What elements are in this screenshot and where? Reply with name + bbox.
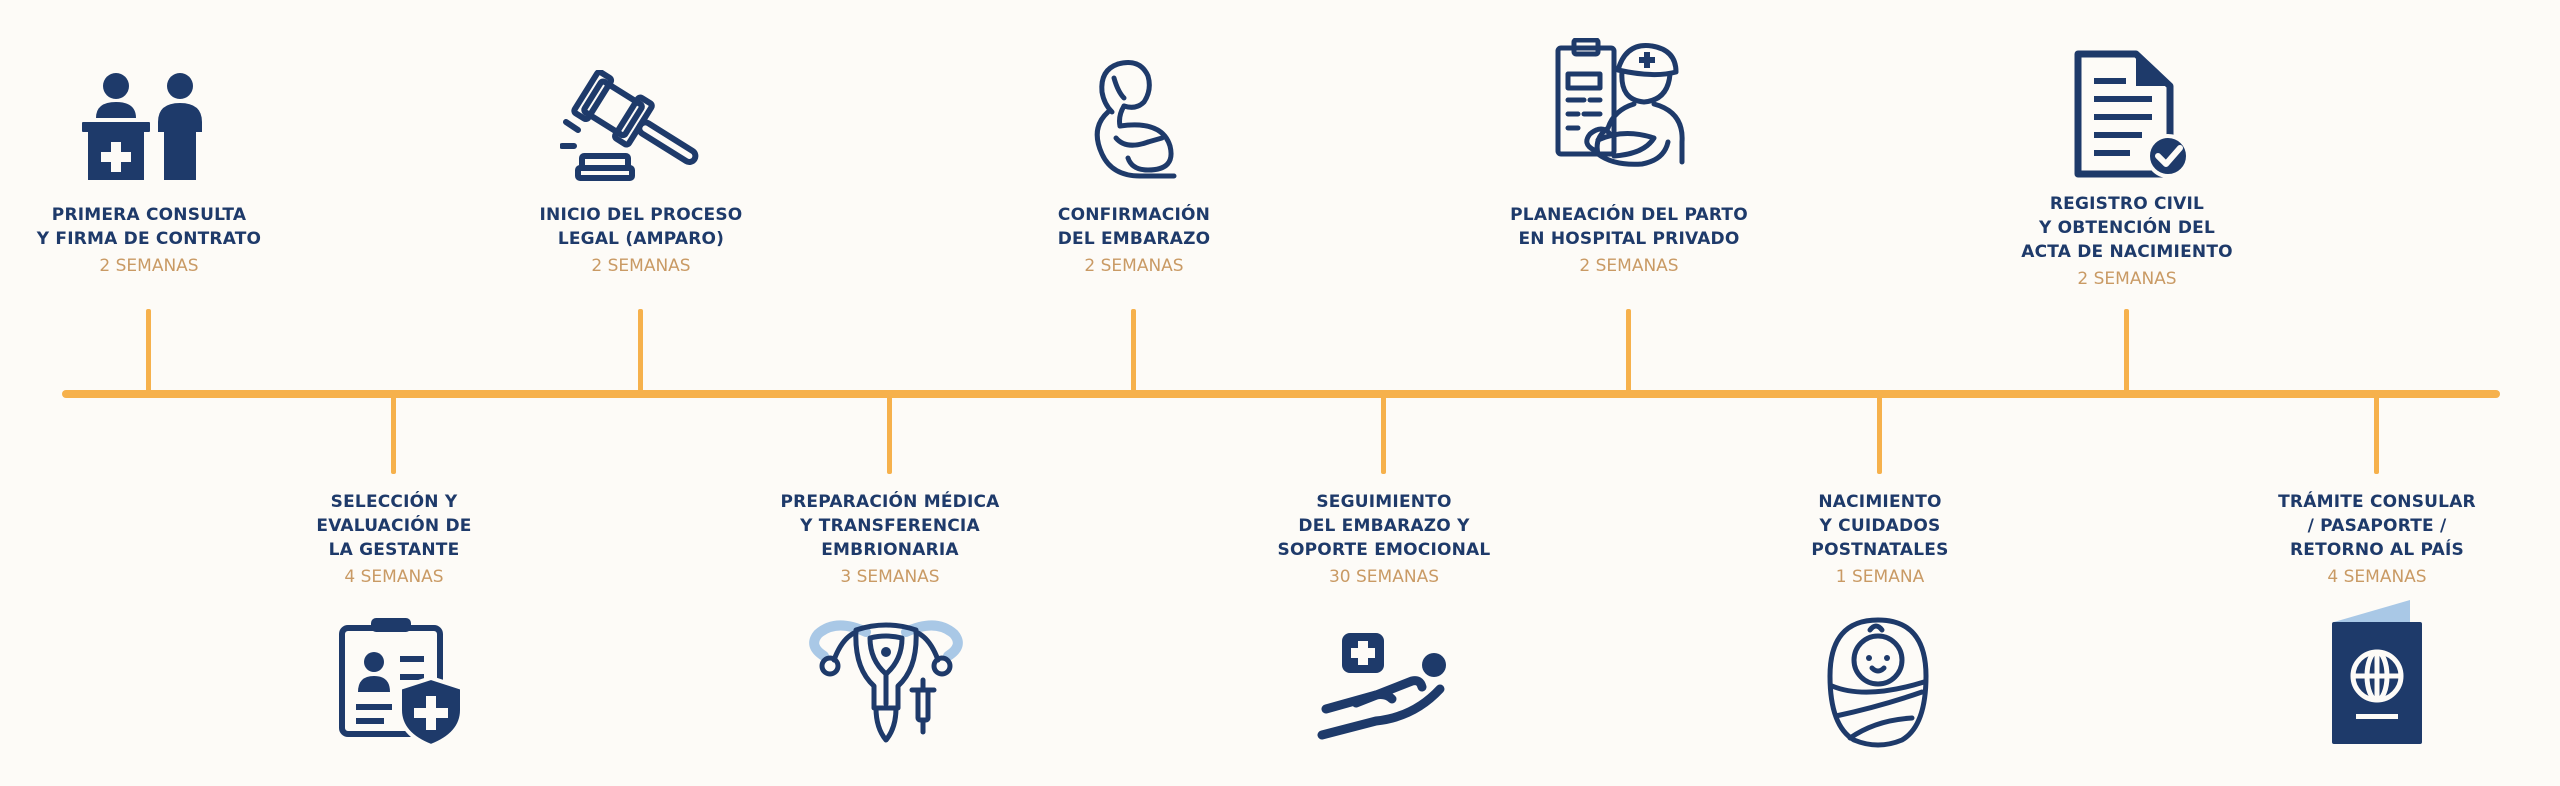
step-label: TRÁMITE CONSULAR / PASAPORTE / RETORNO A…: [2278, 492, 2476, 560]
tick-5: [1131, 309, 1136, 393]
step-6: SEGUIMIENTO DEL EMBARAZO Y SOPORTE EMOCI…: [1224, 490, 1544, 590]
tick-9: [2124, 309, 2129, 393]
uterus-icon: [806, 616, 966, 746]
step-9: REGISTRO CIVIL Y OBTENCIÓN DEL ACTA DE N…: [1967, 192, 2287, 292]
step-5: CONFIRMACIÓN DEL EMBARAZO 2 SEMANAS: [974, 203, 1294, 279]
tick-7: [1626, 309, 1631, 393]
nurse-newborn-icon: [1554, 38, 1690, 182]
step-label: PRIMERA CONSULTA Y FIRMA DE CONTRATO: [36, 205, 262, 249]
step-3: INICIO DEL PROCESO LEGAL (AMPARO) 2 SEMA…: [481, 203, 801, 279]
step-2: SELECCIÓN Y EVALUACIÓN DE LA GESTANTE 4 …: [234, 490, 554, 590]
tick-4: [887, 394, 892, 474]
step-1: PRIMERA CONSULTA Y FIRMA DE CONTRATO 2 S…: [0, 203, 309, 279]
step-duration: 2 SEMANAS: [591, 256, 691, 276]
step-label: PLANEACIÓN DEL PARTO EN HOSPITAL PRIVADO: [1510, 205, 1748, 249]
step-duration: 1 SEMANA: [1835, 567, 1925, 587]
step-duration: 4 SEMANAS: [344, 567, 444, 587]
step-duration: 4 SEMANAS: [2327, 567, 2427, 587]
step-duration: 2 SEMANAS: [2077, 269, 2177, 289]
step-7: PLANEACIÓN DEL PARTO EN HOSPITAL PRIVADO…: [1469, 203, 1789, 279]
swaddled-baby-icon: [1826, 616, 1930, 748]
step-duration: 2 SEMANAS: [99, 256, 199, 276]
care-support-icon: [1316, 633, 1450, 741]
step-8: NACIMIENTO Y CUIDADOS POSTNATALES 1 SEMA…: [1720, 490, 2040, 590]
tick-2: [391, 394, 396, 474]
tick-3: [638, 309, 643, 393]
step-4: PREPARACIÓN MÉDICA Y TRANSFERENCIA EMBRI…: [730, 490, 1050, 590]
consultation-icon: [78, 70, 208, 182]
step-label: SELECCIÓN Y EVALUACIÓN DE LA GESTANTE: [316, 492, 472, 560]
step-10: TRÁMITE CONSULAR / PASAPORTE / RETORNO A…: [2217, 490, 2537, 590]
step-label: NACIMIENTO Y CUIDADOS POSTNATALES: [1811, 492, 1949, 560]
tick-8: [1877, 394, 1882, 474]
tick-6: [1381, 394, 1386, 474]
tick-1: [146, 309, 151, 393]
step-duration: 3 SEMANAS: [840, 567, 940, 587]
step-duration: 2 SEMANAS: [1579, 256, 1679, 276]
step-label: CONFIRMACIÓN DEL EMBARAZO: [1057, 205, 1211, 249]
timeline-axis: [62, 390, 2500, 398]
step-label: REGISTRO CIVIL Y OBTENCIÓN DEL ACTA DE N…: [2021, 194, 2233, 262]
step-duration: 30 SEMANAS: [1328, 567, 1439, 587]
tick-10: [2374, 394, 2379, 474]
step-label: SEGUIMIENTO DEL EMBARAZO Y SOPORTE EMOCI…: [1277, 492, 1491, 560]
step-label: PREPARACIÓN MÉDICA Y TRANSFERENCIA EMBRI…: [780, 492, 1000, 560]
certificate-icon: [2074, 50, 2190, 178]
pregnant-woman-icon: [1078, 58, 1186, 182]
gavel-icon: [560, 70, 720, 182]
passport-icon: [2328, 600, 2426, 746]
id-card-shield-icon: [338, 618, 464, 748]
step-label: INICIO DEL PROCESO LEGAL (AMPARO): [539, 205, 743, 249]
step-duration: 2 SEMANAS: [1084, 256, 1184, 276]
